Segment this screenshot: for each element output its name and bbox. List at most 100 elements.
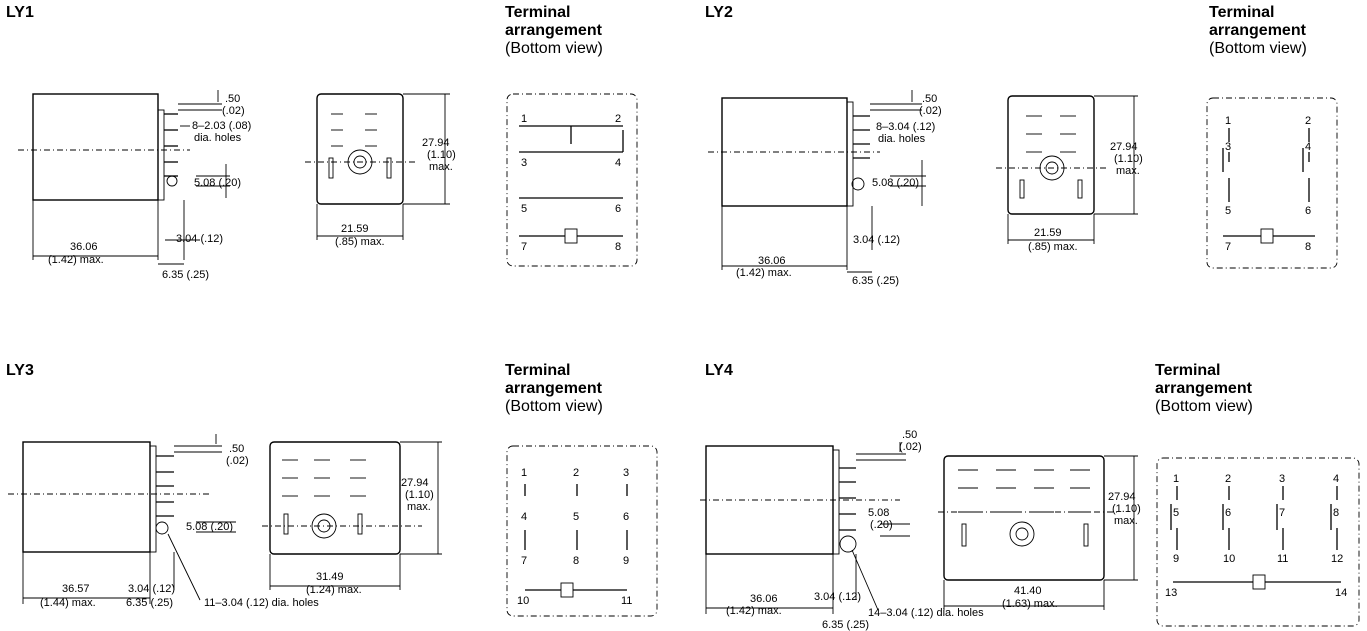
ly4-dim-pitch: 5.08	[868, 507, 889, 519]
ly3-t5: 5	[573, 511, 579, 523]
ly2-terminal-heading-line1: Terminal	[1209, 4, 1275, 21]
ly3-terminal-heading-line1: Terminal	[505, 362, 571, 379]
ly4-dim-pitch-in: (.20)	[870, 519, 893, 531]
ly1-t3: 3	[521, 157, 527, 169]
ly4-front-h-max: max.	[1114, 515, 1138, 527]
ly3-terminal-heading-line2: arrangement	[505, 380, 602, 397]
model-label-ly4: LY4	[705, 362, 733, 379]
ly2-dim-top-in: (.02)	[919, 105, 942, 117]
ly4-front-h-in: (1.10)	[1112, 503, 1141, 515]
ly1-front-h-max: max.	[429, 161, 453, 173]
ly4-front-view: 27.94 (1.10) max. 41.40 (1.63) max.	[938, 455, 1141, 610]
ly4-dim-p1: 3.04 (.12)	[814, 591, 861, 603]
ly3-t8: 8	[573, 555, 579, 567]
ly2-side-view: .50 (.02) 8–3.04 (.12) dia. holes 5.08 (…	[708, 90, 942, 287]
ly3-front-h-max: max.	[407, 501, 431, 513]
ly3-dim-pitch: 5.08 (.20)	[186, 521, 233, 533]
ly3-t6: 6	[623, 511, 629, 523]
ly2-dim-holes2: dia. holes	[878, 133, 926, 145]
ly3-dim-top: .50	[229, 443, 244, 455]
ly3-front-w-in: (1.24) max.	[306, 584, 362, 596]
ly1-terminal-diagram: 1 2 3 4 5 6 7 8	[506, 93, 638, 267]
ly1-side-view: .50 (.02) 8–2.03 (.08) dia. holes 5.08 (…	[18, 90, 251, 281]
ly2-dim-holes: 8–3.04 (.12)	[876, 121, 935, 133]
ly1-front-w: 21.59	[341, 223, 369, 235]
ly4-t13: 13	[1165, 587, 1177, 599]
ly1-t2: 2	[615, 113, 621, 125]
ly1-t7: 7	[521, 241, 527, 253]
ly4-front-h: 27.94	[1108, 491, 1136, 503]
ly2-dim-top: .50	[922, 93, 937, 105]
ly3-t1: 1	[521, 467, 527, 479]
ly3-dim-p2: 6.35 (.25)	[126, 597, 173, 609]
ly2-t6: 6	[1305, 205, 1311, 217]
ly3-t7: 7	[521, 555, 527, 567]
ly3-dim-p1: 3.04 (.12)	[128, 583, 175, 595]
ly2-t5: 5	[1225, 205, 1231, 217]
ly4-dim-top: .50	[902, 429, 917, 441]
ly1-dim-holes: 8–2.03 (.08)	[192, 120, 251, 132]
ly4-front-w: 41.40	[1014, 585, 1042, 597]
ly1-terminal-heading: Terminal arrangement (Bottom view)	[505, 4, 603, 58]
ly1-dim-top: .50	[225, 93, 240, 105]
ly2-terminal-heading-line2: arrangement	[1209, 22, 1306, 39]
ly2-dim-pitch: 5.08 (.20)	[872, 177, 919, 189]
ly3-t2: 2	[573, 467, 579, 479]
ly2-t2: 2	[1305, 115, 1311, 127]
ly1-t5: 5	[521, 203, 527, 215]
ly3-terminal-diagram: 1 2 3 4 5 6 7 8 9 10 11	[506, 445, 658, 617]
ly1-dim-top-in: (.02)	[222, 105, 245, 117]
ly4-dim-holes: 14–3.04 (.12) dia. holes	[868, 607, 984, 619]
ly4-t9: 9	[1173, 553, 1179, 565]
ly3-t10: 10	[517, 595, 529, 607]
ly2-dim-len-in: (1.42) max.	[736, 267, 792, 279]
ly1-front-h: 27.94	[422, 137, 450, 149]
ly1-dim-pitch: 5.08 (.20)	[194, 177, 241, 189]
ly2-t8: 8	[1305, 241, 1311, 253]
ly2-dim-p1: 3.04 (.12)	[853, 234, 900, 246]
ly1-terminal-heading-line1: Terminal	[505, 4, 571, 21]
ly4-t10: 10	[1223, 553, 1235, 565]
ly2-dim-len: 36.06	[758, 255, 786, 267]
ly2-t3: 3	[1225, 141, 1231, 153]
ly2-front-w-in: (.85) max.	[1028, 241, 1078, 253]
ly4-front-w-in: (1.63) max.	[1002, 598, 1058, 610]
ly2-t1: 1	[1225, 115, 1231, 127]
ly1-front-w-in: (.85) max.	[335, 236, 385, 248]
ly4-terminal-heading: Terminal arrangement (Bottom view)	[1155, 362, 1253, 416]
ly3-t11: 11	[621, 595, 632, 607]
ly3-t9: 9	[623, 555, 629, 567]
ly2-t7: 7	[1225, 241, 1231, 253]
ly3-dim-top-in: (.02)	[226, 455, 249, 467]
ly2-front-h-max: max.	[1116, 165, 1140, 177]
ly4-t3: 3	[1279, 473, 1285, 485]
ly1-dim-holes2: dia. holes	[194, 132, 242, 144]
ly3-front-h: 27.94	[401, 477, 429, 489]
ly4-t4: 4	[1333, 473, 1339, 485]
ly4-t5: 5	[1173, 507, 1179, 519]
ly2-terminal-view: (Bottom view)	[1209, 40, 1307, 57]
ly4-t6: 6	[1225, 507, 1231, 519]
ly2-terminal-diagram: 1 2 3 4 5 6 7 8	[1206, 97, 1338, 269]
ly3-terminal-view: (Bottom view)	[505, 398, 603, 415]
ly1-dim-len-in: (1.42) max.	[48, 254, 104, 266]
ly4-side-view: .50 (.02) 5.08 (.20) 36.06 (1.42) max. 3…	[700, 429, 984, 631]
ly3-t3: 3	[623, 467, 629, 479]
ly3-front-w: 31.49	[316, 571, 344, 583]
ly2-front-h-in: (1.10)	[1114, 153, 1143, 165]
ly2-front-w: 21.59	[1034, 227, 1062, 239]
ly2-t4: 4	[1305, 141, 1311, 153]
ly4-dim-top-in: (.02)	[899, 441, 922, 453]
ly4-t12: 12	[1331, 553, 1343, 565]
model-label-ly3: LY3	[6, 362, 34, 379]
ly4-terminal-heading-line2: arrangement	[1155, 380, 1252, 397]
ly4-terminal-diagram: 1 2 3 4 5 6 7 8 9 10 11 12 13 14	[1156, 457, 1360, 627]
ly3-front-h-in: (1.10)	[405, 489, 434, 501]
ly2-dim-p2: 6.35 (.25)	[852, 275, 899, 287]
ly4-t2: 2	[1225, 473, 1231, 485]
ly1-front-h-in: (1.10)	[427, 149, 456, 161]
ly1-t6: 6	[615, 203, 621, 215]
ly4-dim-len: 36.06	[750, 593, 778, 605]
ly4-t1: 1	[1173, 473, 1179, 485]
ly4-t14: 14	[1335, 587, 1347, 599]
